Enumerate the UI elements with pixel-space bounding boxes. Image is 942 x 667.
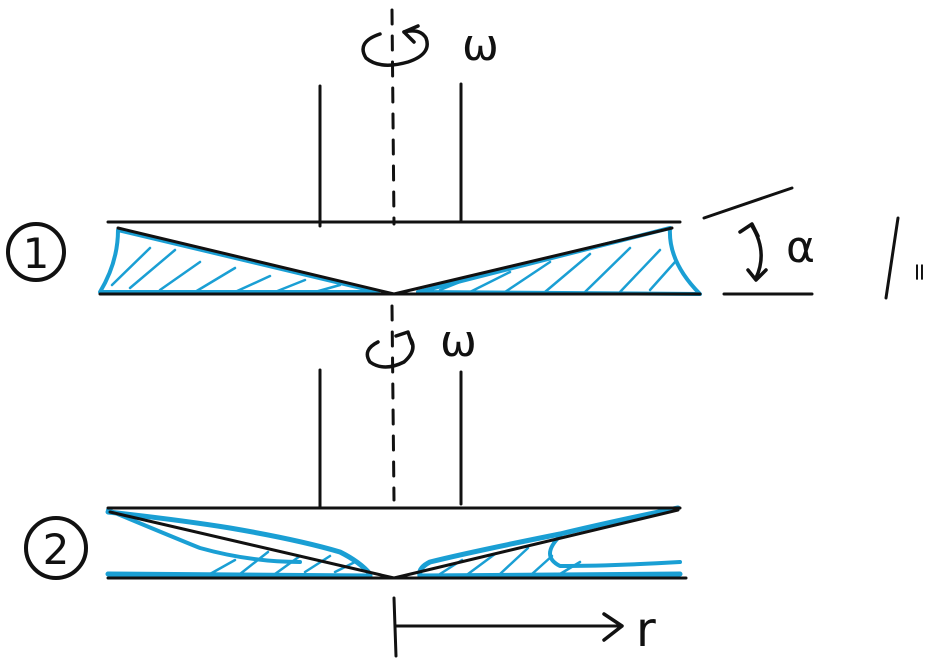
fluid-right-case-2 <box>417 505 683 579</box>
case-2-group: ω 2 r <box>24 304 688 658</box>
svg-text:2: 2 <box>43 525 70 574</box>
rotation-axis-2 <box>390 304 396 502</box>
fluid-right-case-1 <box>416 226 702 296</box>
r-label: r <box>636 602 656 658</box>
omega-label-top: ω <box>462 20 499 71</box>
gap-label: = <box>906 262 934 282</box>
fluid-left-case-2 <box>105 508 373 579</box>
gap-line <box>884 216 900 300</box>
rotation-axis-1 <box>390 8 396 226</box>
omega-label-bottom: ω <box>440 316 477 367</box>
cone-surface-1 <box>116 226 674 296</box>
arrow-right-icon <box>602 612 624 642</box>
case-1-badge: 1 <box>6 222 66 282</box>
angle-upper-line <box>702 186 794 220</box>
gap-marker: = <box>884 216 934 300</box>
angle-indicator: α <box>702 186 815 296</box>
fluid-left-case-1 <box>98 228 380 294</box>
rotation-arrow-icon <box>365 330 415 369</box>
case-2-badge: 2 <box>24 516 88 580</box>
radial-axis: r <box>392 596 656 658</box>
case-1-group: ω 1 α = <box>6 8 934 300</box>
svg-text:1: 1 <box>23 229 50 278</box>
rotation-arrow-icon <box>361 24 429 67</box>
alpha-label: α <box>786 222 815 273</box>
